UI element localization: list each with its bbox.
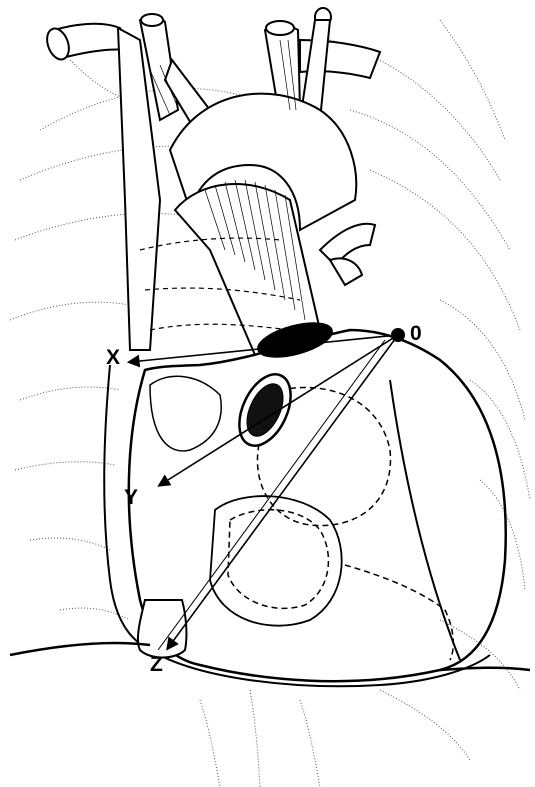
x-axis-label: X [106,347,120,368]
y-axis-label: Y [124,487,138,508]
origin-point [391,328,405,342]
inferior-vena-cava [138,600,187,658]
great-vessels [43,8,380,355]
origin-label: 0 [410,323,422,344]
z-axis-label: Z [150,654,163,675]
aortic-valve [229,366,301,453]
